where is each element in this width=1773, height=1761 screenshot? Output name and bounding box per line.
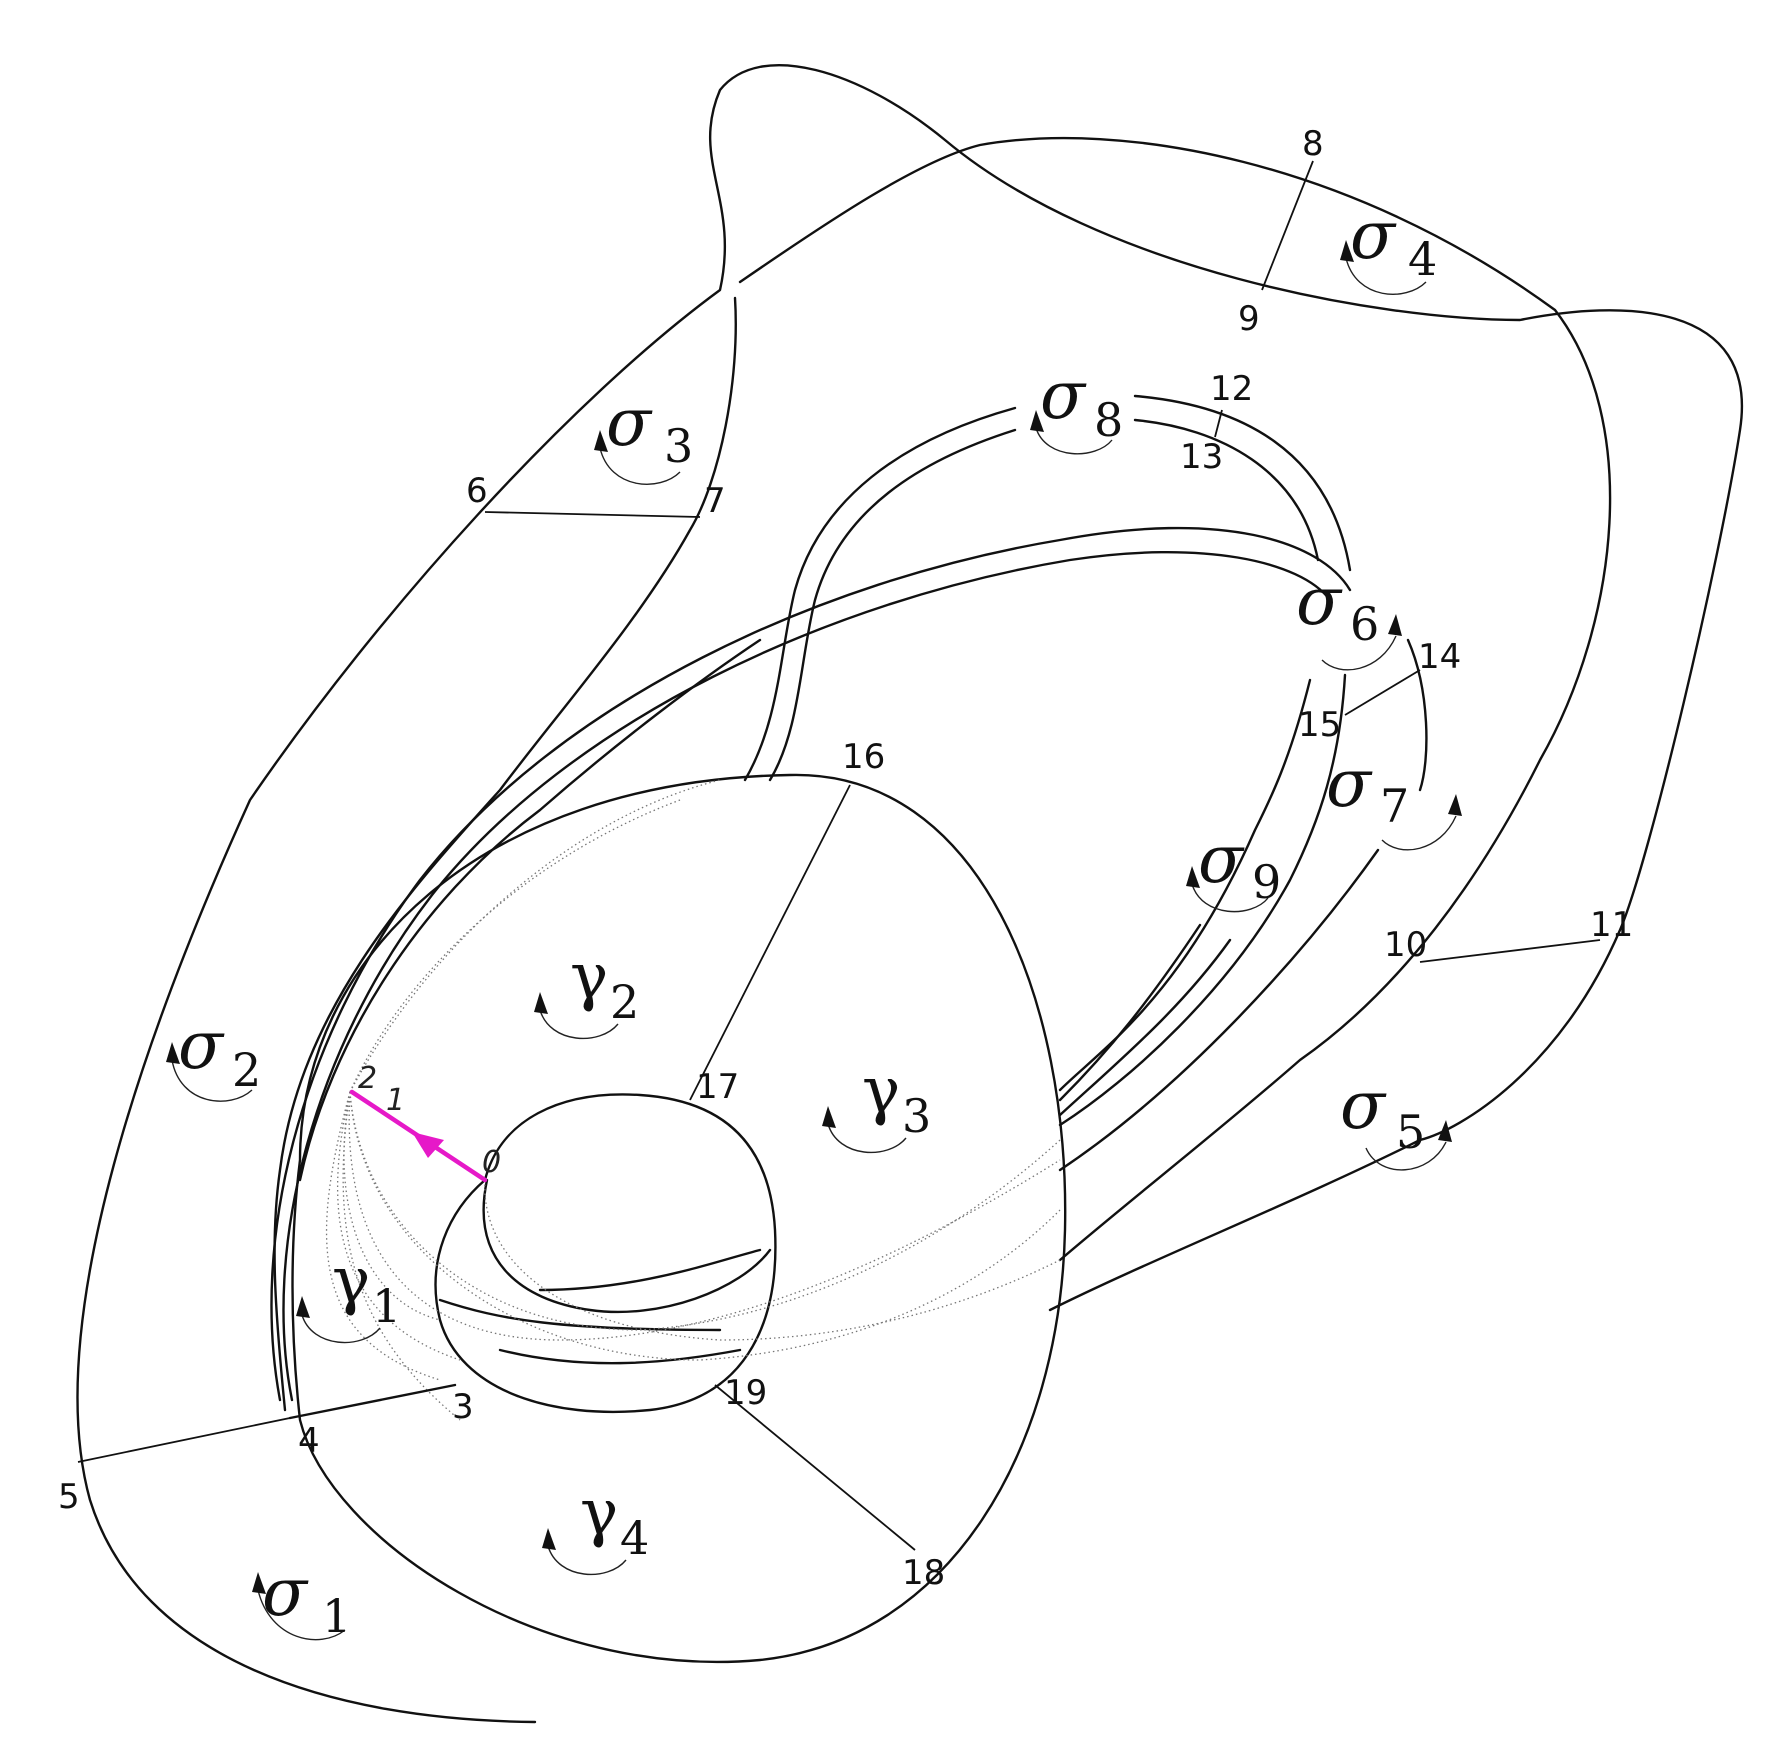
region-symbol: γ — [862, 1054, 900, 1128]
vertex-label-8: 8 — [1302, 124, 1324, 164]
sigma7-band-outer — [1406, 638, 1428, 792]
region-index: 8 — [1094, 393, 1123, 447]
region-index: 7 — [1380, 779, 1409, 833]
vertex-label-18: 18 — [902, 1553, 945, 1593]
vertex-label-3: 3 — [452, 1387, 474, 1427]
cut-4-3 — [288, 1383, 457, 1420]
sigma8-band-outer — [743, 406, 1017, 782]
vertex-label-5: 5 — [58, 1477, 80, 1517]
region-symbol: σ — [178, 1007, 225, 1084]
vertex-label-14: 14 — [1418, 637, 1461, 677]
region-symbol: σ — [1040, 357, 1087, 434]
region-sigma-3: σ 3 — [594, 384, 693, 485]
sigma7-band-lower — [1058, 848, 1380, 1172]
region-index: 2 — [610, 975, 639, 1029]
vertex-label-9: 9 — [1238, 299, 1260, 339]
vertex-label-15: 15 — [1298, 705, 1341, 745]
upper-band-curve — [738, 136, 1612, 1262]
vertex-label-13: 13 — [1180, 437, 1223, 477]
region-sigma-1: σ 1 — [252, 1554, 351, 1643]
region-symbol: γ — [580, 1476, 618, 1550]
inner-strand-1 — [482, 1178, 772, 1314]
region-index: 4 — [1408, 232, 1437, 286]
region-index: 3 — [902, 1089, 931, 1143]
vertex-label-1: 1 — [386, 1083, 405, 1118]
vertex-label-6: 6 — [466, 471, 488, 511]
region-index: 5 — [1396, 1105, 1425, 1159]
region-index: 3 — [664, 419, 693, 473]
cut-8-9 — [1261, 160, 1314, 291]
region-symbol: σ — [1350, 197, 1397, 274]
cut-12-13 — [1214, 409, 1223, 438]
vertex-label-16: 16 — [842, 737, 885, 777]
region-gamma-3: γ 3 — [822, 1054, 931, 1154]
region-index: 4 — [620, 1511, 649, 1565]
vertex-label-7: 7 — [704, 481, 726, 521]
inner-strand-3 — [438, 1298, 722, 1332]
sigma8-band-right-outer — [1133, 394, 1352, 572]
cut-16-17 — [689, 784, 851, 1101]
vertex-label-2: 2 — [358, 1061, 377, 1096]
outer-boundary-curve — [76, 63, 1744, 1724]
cut-19-18 — [714, 1384, 916, 1551]
region-index: 1 — [322, 1589, 351, 1643]
region-sigma-5: σ 5 — [1340, 1067, 1452, 1171]
region-symbol: σ — [1198, 821, 1245, 898]
sigma8-band-right-inner — [1133, 418, 1320, 562]
dotted-fan — [325, 779, 1061, 1421]
region-symbol: σ — [1296, 563, 1343, 640]
region-index: 9 — [1252, 855, 1281, 909]
inner-circle — [434, 1093, 777, 1414]
region-index: 6 — [1350, 597, 1379, 651]
region-sigma-9: σ 9 — [1186, 821, 1281, 913]
region-symbol: γ — [570, 940, 608, 1014]
region-symbol: σ — [1340, 1067, 1387, 1144]
region-symbol: σ — [606, 384, 653, 461]
region-sigma-8: σ 8 — [1030, 357, 1123, 455]
region-sigma-2: σ 2 — [166, 1007, 261, 1102]
region-symbol: γ — [332, 1244, 370, 1318]
region-index: 1 — [372, 1279, 401, 1333]
region-gamma-1: γ 1 — [296, 1244, 401, 1344]
region-gamma-2: γ 2 — [534, 940, 639, 1040]
sigma8-band-inner — [768, 428, 1017, 782]
gamma-outer-egg — [291, 773, 1067, 1664]
region-sigma-4: σ 4 — [1340, 197, 1437, 295]
cut-6-7 — [484, 511, 701, 518]
highlight-arrow-head — [412, 1132, 444, 1158]
vertex-label-19: 19 — [724, 1373, 767, 1413]
cut-10-11 — [1419, 939, 1601, 963]
vertex-label-4: 4 — [298, 1421, 320, 1461]
vertex-label-11: 11 — [1590, 905, 1633, 945]
band-loop-b — [282, 551, 1332, 1402]
sigma9-band-a — [1058, 678, 1312, 1092]
inner-strand-4 — [498, 1348, 742, 1365]
sigma9-band-c — [1058, 923, 1202, 1102]
vertex-label-10: 10 — [1384, 925, 1427, 965]
cut-5-4 — [77, 1417, 291, 1463]
band-loop-c — [298, 638, 762, 1182]
sigma9-band-d — [1058, 938, 1232, 1117]
band-loop-a — [270, 526, 1352, 1402]
region-sigma-7: σ 7 — [1326, 745, 1462, 851]
left-strip-curve — [273, 296, 737, 1412]
region-index: 2 — [232, 1043, 261, 1097]
region-sigma-6: σ 6 — [1296, 563, 1402, 671]
region-gamma-4: γ 4 — [542, 1476, 649, 1576]
sigma9-band-b — [1058, 673, 1347, 1127]
vertex-label-17: 17 — [696, 1067, 739, 1107]
region-symbol: σ — [262, 1554, 309, 1631]
inner-strand-2 — [538, 1248, 762, 1292]
vertex-label-12: 12 — [1210, 369, 1253, 409]
region-symbol: σ — [1326, 745, 1373, 822]
cut-14-15 — [1344, 669, 1421, 716]
vertex-label-0: 0 — [482, 1145, 501, 1180]
